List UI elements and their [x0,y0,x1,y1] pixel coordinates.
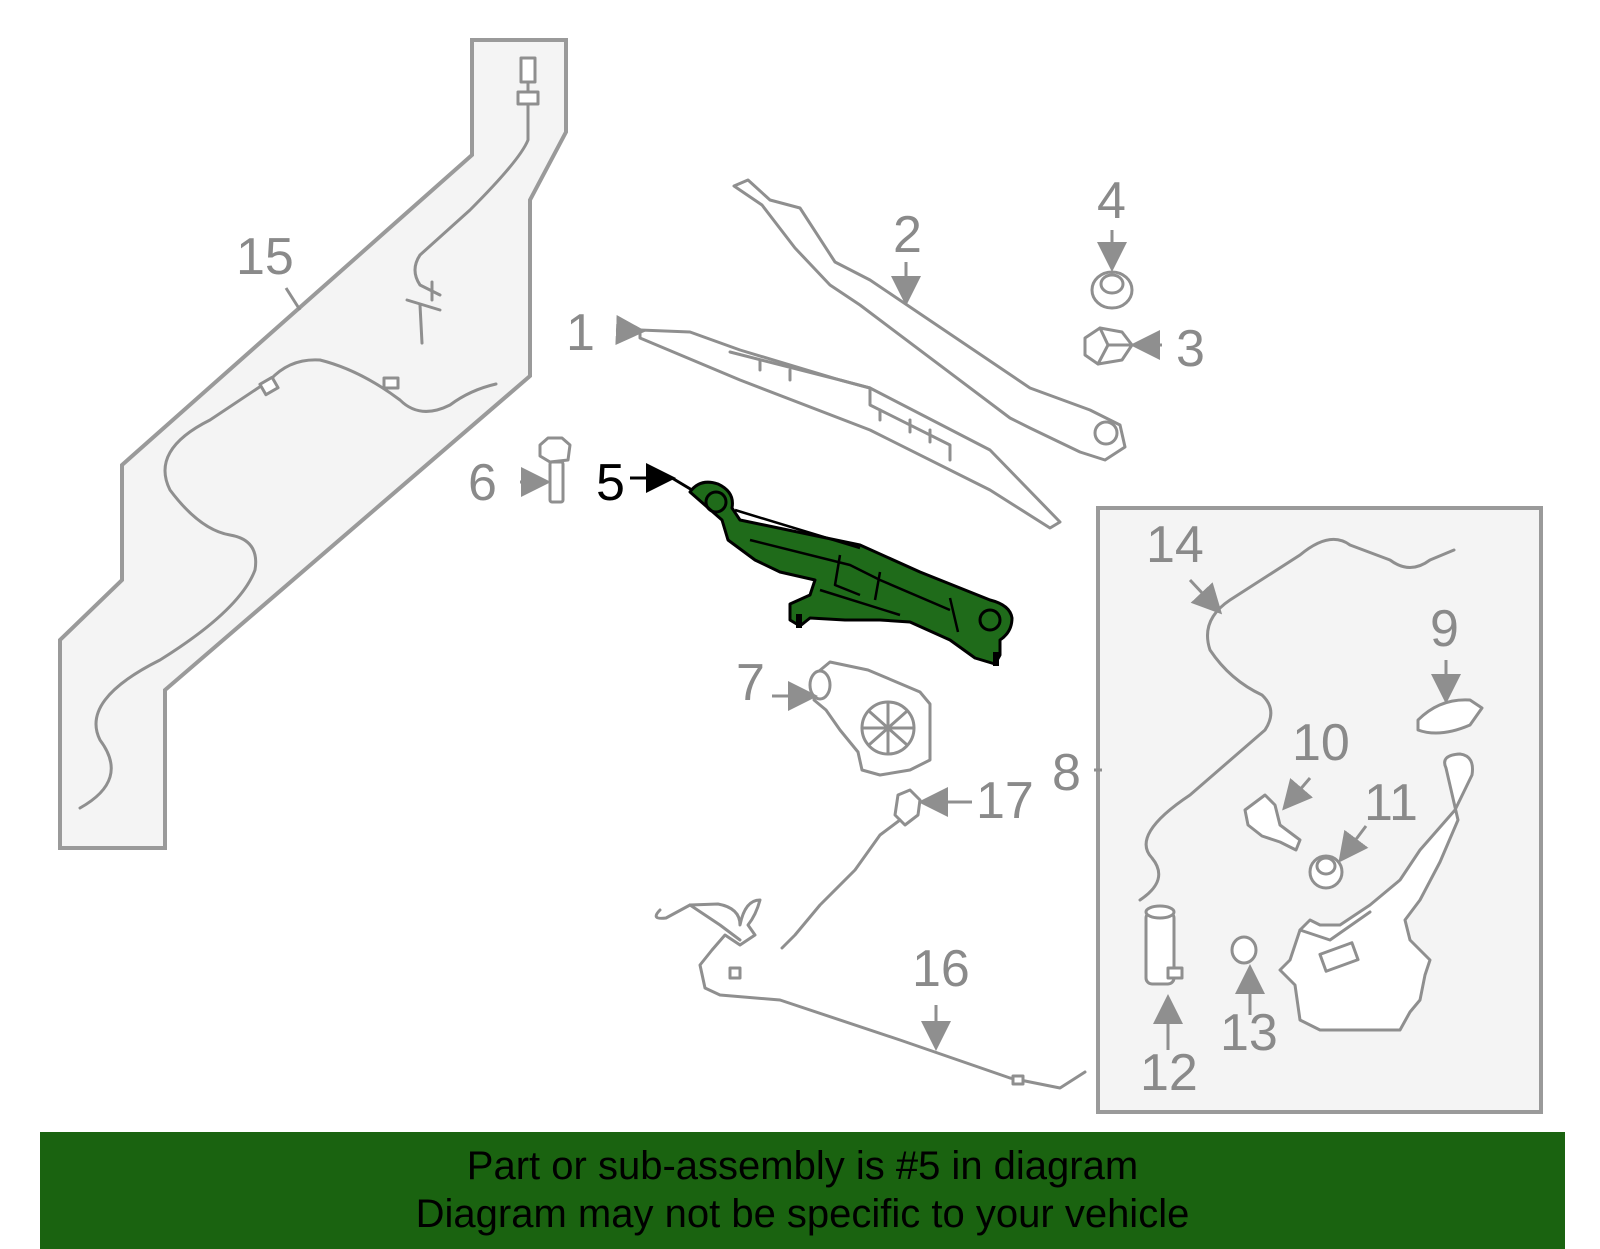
callout-2: 2 [893,206,922,264]
part-9-cap [1416,698,1484,735]
part-6-bolt [538,436,572,504]
callout-11: 11 [1364,774,1418,832]
part-12-washer-pump [1144,904,1184,986]
callout-1: 1 [566,304,595,362]
callout-12: 12 [1140,1044,1198,1102]
part-1-wiper-blade [638,328,1062,530]
leader-arrows [284,230,1461,1051]
part-17-washer-nozzle [780,788,922,950]
part-3-nut [1083,326,1134,366]
callout-17: 17 [976,772,1034,830]
callout-10: 10 [1292,714,1350,772]
part-10-connector [1243,793,1302,852]
callout-8: 8 [1052,744,1081,802]
part-11-grommet [1308,854,1344,890]
washer-reservoir-tank [1278,752,1474,1032]
part-16-washer-hose [654,898,1087,1090]
callout-7: 7 [736,654,765,712]
part-15-washer-hose-panel [58,38,568,850]
callout-4: 4 [1097,172,1126,230]
callout-13: 13 [1220,1004,1278,1062]
part-13-grommet [1230,935,1258,965]
callout-16: 16 [912,940,970,998]
part-4-cap [1090,270,1134,310]
callout-labels: 1 2 3 4 5 6 7 8 9 10 11 12 13 14 15 16 1… [236,172,1459,1102]
part-7-wiper-motor [808,660,932,777]
banner-line-2: Diagram may not be specific to your vehi… [415,1192,1190,1236]
info-banner: Part or sub-assembly is #5 in diagram Di… [40,1132,1565,1249]
callout-6: 6 [468,454,497,512]
callout-5: 5 [596,454,625,512]
part-2-wiper-arm [732,178,1127,462]
callout-15: 15 [236,228,294,286]
part-5-wiper-linkage-highlighted [671,476,1014,666]
callout-14: 14 [1146,516,1204,574]
callout-3: 3 [1176,320,1205,378]
part-14-washer-hose [1138,537,1456,902]
callout-9: 9 [1430,600,1459,658]
banner-line-1: Part or sub-assembly is #5 in diagram [466,1144,1139,1188]
